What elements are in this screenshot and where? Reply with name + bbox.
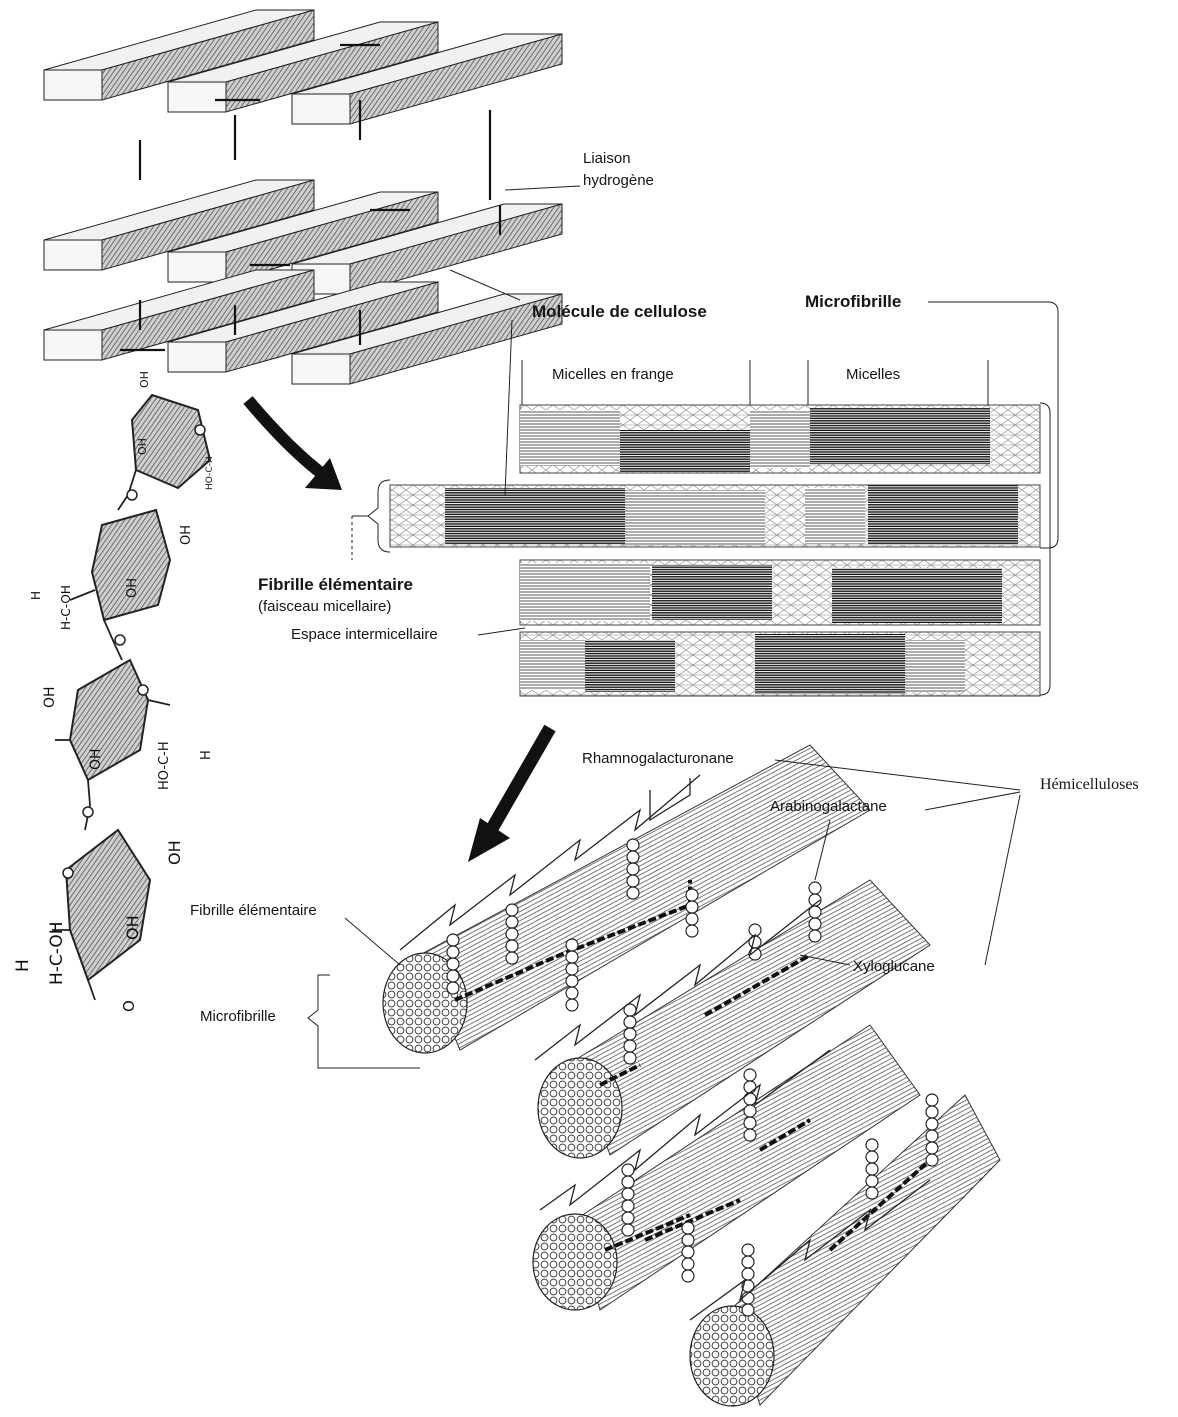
label-liaison: Liaison [583, 150, 631, 167]
chem-oh-2: OH [136, 438, 149, 455]
label-hydrogene: hydrogène [583, 172, 654, 189]
label-xyloglucane: Xyloglucane [853, 958, 935, 975]
chem-oh-1: OH [138, 371, 151, 388]
label-rhamnogalacturonane: Rhamnogalacturonane [582, 750, 734, 767]
chem-h-2: H [199, 750, 214, 760]
chem-oh-6: OH [88, 748, 104, 770]
label-micelles: Micelles [846, 366, 901, 383]
cellulose-beam-lattice [43, 9, 581, 385]
cylinder-3 [532, 1024, 921, 1311]
label-molecule-cellulose: Molécule de cellulose [532, 302, 707, 321]
chem-h-3: H [13, 959, 33, 972]
cylinder-4 [689, 1094, 1001, 1407]
chem-oh-5: OH [42, 686, 58, 708]
chem-oh-8: OH [123, 915, 142, 940]
cylinder-1 [382, 744, 871, 1054]
arrow-to-fibril [243, 396, 329, 481]
arrow-head-2 [468, 818, 510, 862]
chem-h-1: H [29, 591, 43, 600]
micelle-bands [351, 301, 1059, 697]
label-faisceau-micellaire: (faisceau micellaire) [258, 598, 392, 615]
label-fibrille-elementaire: Fibrille élémentaire [258, 575, 413, 594]
chem-oh-3: OH [179, 525, 194, 545]
chem-ch2oh-3: HO-C-H [157, 741, 172, 790]
chem-oh-7: OH [165, 840, 184, 865]
arrow-head-1 [305, 458, 342, 490]
label-espace-intermicellaire: Espace intermicellaire [291, 626, 438, 643]
chem-ch2oh-4: HO-C-H [205, 456, 215, 490]
label-hemicelluloses: Hémicelluloses [1040, 776, 1139, 793]
microfibril-cylinders [307, 744, 1021, 1407]
chem-o-1: O [120, 1000, 138, 1012]
chem-oh-4: OH [125, 578, 140, 598]
glucose-chain: OH OH OH OH OH OH OH OH H-C-OH H-C-OH HO… [13, 371, 215, 1012]
label-fibrille-elementaire-bottom: Fibrille élémentaire [190, 902, 317, 919]
chem-ch2oh-1: H-C-OH [59, 585, 73, 630]
label-arabinogalactane: Arabinogalactane [770, 798, 887, 815]
arrow-to-microfibrils [484, 724, 556, 836]
chem-ch2oh-2: H-C-OH [47, 921, 67, 985]
label-microfibrille-top: Microfibrille [805, 292, 902, 311]
label-micelles-en-frange: Micelles en frange [552, 366, 674, 383]
label-microfibrille-bottom: Microfibrille [200, 1008, 276, 1025]
